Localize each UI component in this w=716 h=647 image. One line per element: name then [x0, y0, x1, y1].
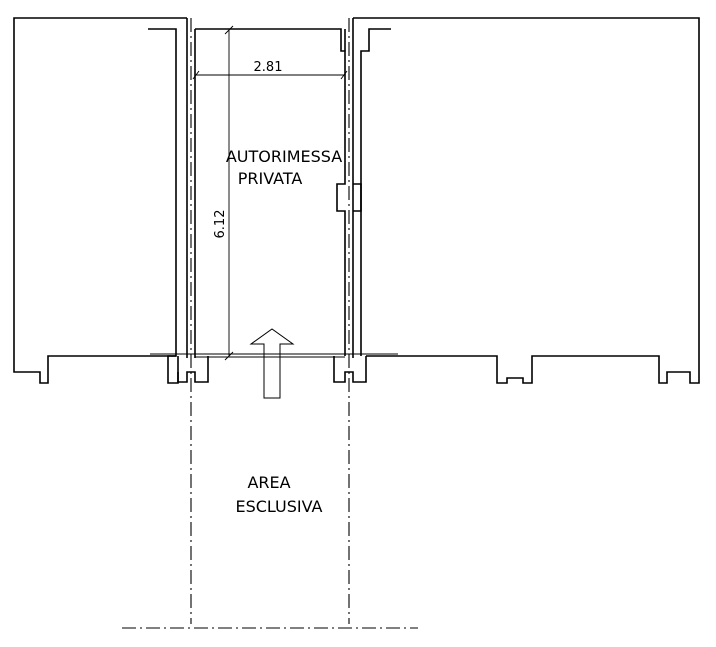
private-garage-walls — [195, 28, 346, 356]
dim-length-tick-top — [224, 25, 234, 35]
room-label-line1: AUTORIMESSA — [226, 147, 342, 166]
pillar-right — [333, 356, 367, 383]
area-label-line2: ESCLUSIVA — [235, 497, 322, 516]
left-garage-front — [167, 355, 179, 384]
dim-width-label: 2.81 — [254, 60, 283, 75]
dim-length-label: 6.12 — [213, 210, 228, 239]
dim-width-tick-left — [192, 70, 200, 80]
left-garage-walls — [13, 17, 187, 384]
pillar-left — [177, 356, 209, 383]
right-wall-niche — [353, 183, 362, 212]
dim-length-tick-bottom — [224, 351, 234, 361]
right-garage-walls — [353, 17, 700, 384]
room-label-line2: PRIVATA — [238, 169, 303, 188]
dim-width-tick-right — [340, 70, 348, 80]
area-label-line1: AREA — [247, 473, 290, 492]
right-garage-inner-top — [360, 28, 391, 356]
arrow-up-icon — [249, 328, 295, 399]
